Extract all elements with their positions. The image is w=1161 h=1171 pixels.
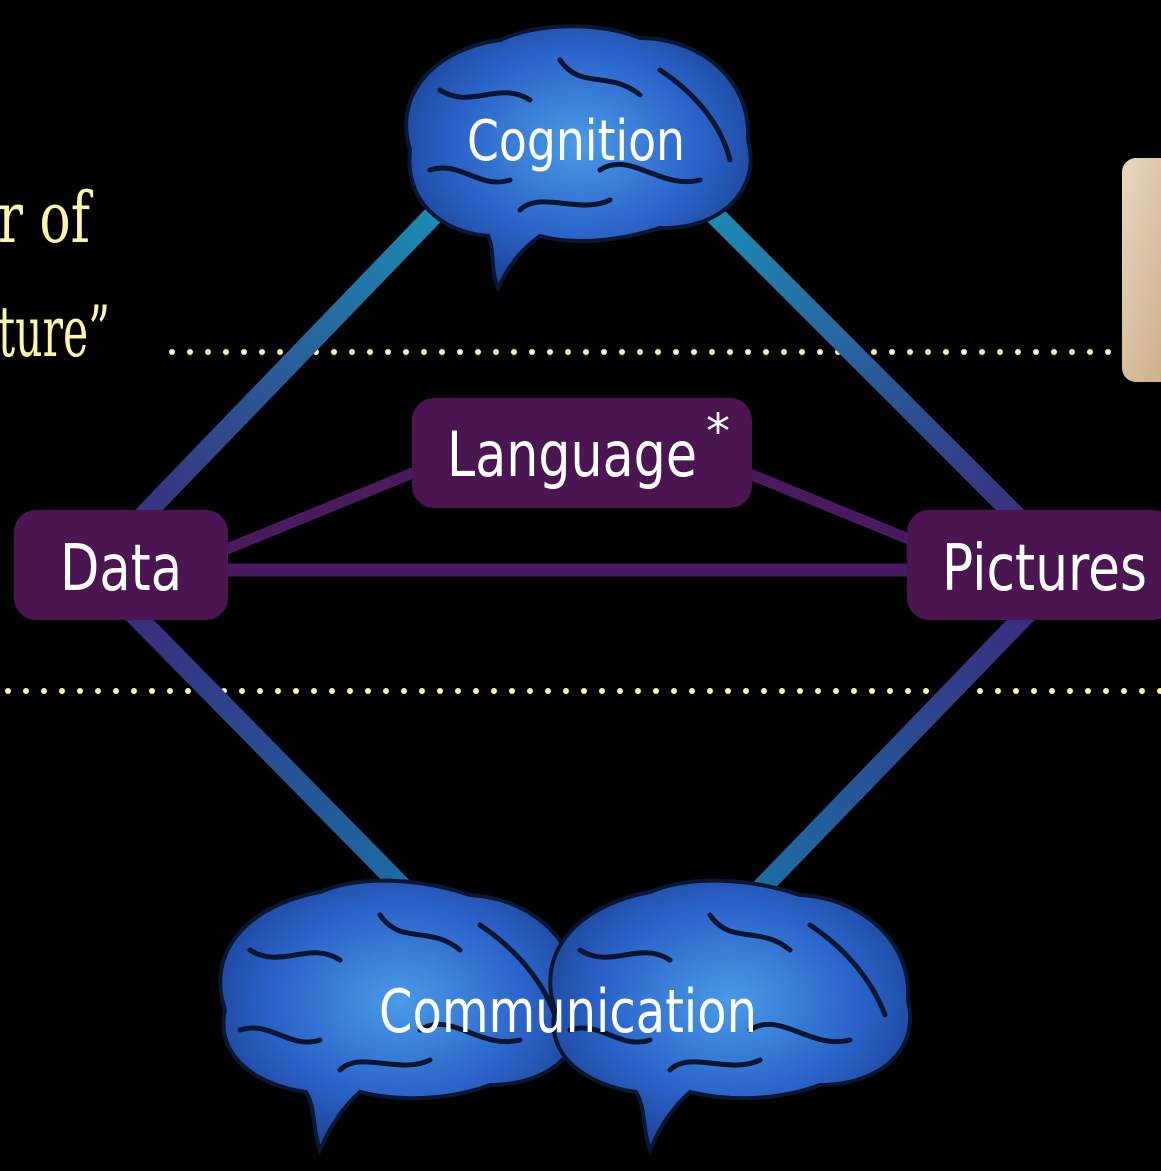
image-card-fragment [1122,158,1161,382]
node-pictures-label: Pictures [942,532,1147,606]
edge-language-data [197,464,423,566]
edges [112,192,1048,975]
node-data: Data [14,510,228,620]
side-text-line-2: ture” [0,291,110,373]
node-communication-label: Communication [379,977,757,1047]
edge-cognition-data [112,193,456,547]
edge-cognition-pictures [692,192,1048,548]
node-pictures: Pictures [907,510,1161,620]
brain-icon-bottom-left [218,878,582,1156]
side-text-line-1: r of [0,177,94,259]
node-data-label: Data [60,532,182,606]
node-language: Language * [412,398,752,508]
edge-pictures-communication [742,593,1048,907]
node-language-label: Language [447,418,697,491]
node-cognition-label: Cognition [467,109,685,174]
brain-icon-bottom-right [548,878,912,1156]
node-language-box [412,398,752,508]
node-language-asterisk: * [706,404,730,460]
brain-icon-top [404,24,753,293]
node-pictures-box [907,510,1161,620]
node-data-box [14,510,228,620]
edge-data-communication [112,592,423,908]
